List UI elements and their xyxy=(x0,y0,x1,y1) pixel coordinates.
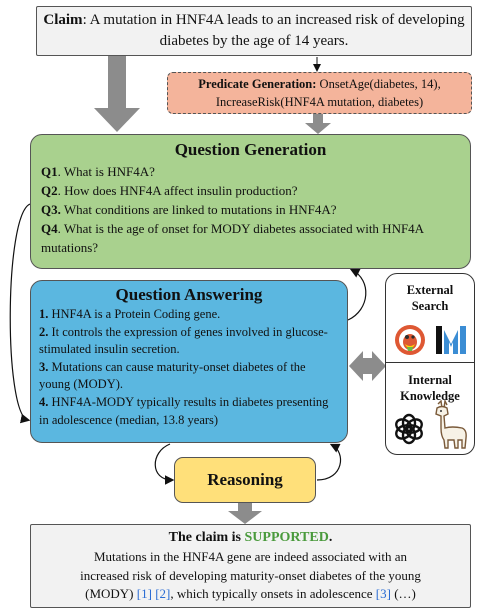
answer-id: 4. xyxy=(39,394,49,409)
verdict-line3-start: (MODY) xyxy=(85,586,137,601)
question-text: What conditions are linked to mutations … xyxy=(60,202,337,217)
question-item: Q4. What is the age of onset for MODY di… xyxy=(41,219,460,257)
verdict-status: SUPPORTED xyxy=(244,530,329,545)
reasoning-title: Reasoning xyxy=(207,470,283,489)
question-id: Q3. xyxy=(41,202,61,217)
answer-item: 2. It controls the expression of genes i… xyxy=(39,324,339,359)
claim-text: A mutation in HNF4A leads to an increase… xyxy=(89,12,465,49)
wikipedia-m-icon xyxy=(436,326,466,354)
claim-box: Claim: A mutation in HNF4A leads to an i… xyxy=(36,6,472,56)
answer-id: 2. xyxy=(39,324,49,339)
external-search-line2: Search xyxy=(411,299,449,313)
question-item: Q3. What conditions are linked to mutati… xyxy=(41,200,460,219)
predicate-line2: IncreaseRisk(HNF4A mutation, diabetes) xyxy=(215,95,424,109)
verdict-line3-middle: , which typically onsets in adolescence xyxy=(170,586,376,601)
predicate-generation-box: Predicate Generation: OnsetAge(diabetes,… xyxy=(167,72,472,114)
reference-link-3[interactable]: [3] xyxy=(375,586,391,601)
answer-text: It controls the expression of genes invo… xyxy=(39,324,328,357)
internal-knowledge-line1: Internal xyxy=(408,373,452,387)
answer-text: Mutations can cause maturity-onset diabe… xyxy=(39,359,306,392)
answer-item: 3. Mutations can cause maturity-onset di… xyxy=(39,359,339,394)
question-id: Q4 xyxy=(41,221,58,236)
answer-id: 1. xyxy=(39,307,49,321)
question-item: Q2. How does HNF4A affect insulin produc… xyxy=(41,181,460,200)
question-generation-box: Question Generation Q1. What is HNF4A? Q… xyxy=(30,134,471,269)
verdict-title: The claim is SUPPORTED. xyxy=(31,528,470,548)
answer-item: 1. HNF4A is a Protein Coding gene. xyxy=(39,306,339,324)
loop-qgen-to-qans xyxy=(9,203,31,424)
claim-label: Claim xyxy=(43,12,83,28)
arrow-predicate-to-qgen xyxy=(305,114,331,134)
question-text: . How does HNF4A affect insulin producti… xyxy=(57,183,298,198)
duckduckgo-icon xyxy=(395,325,425,355)
answer-id: 3. xyxy=(39,359,49,374)
reference-link-1[interactable]: [1] xyxy=(136,586,152,601)
question-text: . What is HNF4A? xyxy=(57,164,155,179)
llama-icon xyxy=(435,400,467,449)
openai-icon xyxy=(395,413,423,445)
claim-separator: : xyxy=(82,12,90,28)
predicate-line1: OnsetAge(diabetes, 14), xyxy=(316,77,441,91)
loop-qans-to-reasoning xyxy=(154,443,175,485)
verdict-title-suffix: . xyxy=(328,530,333,545)
tools-divider xyxy=(386,362,474,363)
arrow-claim-to-qgen xyxy=(94,56,140,132)
loop-qans-to-qgen xyxy=(347,268,367,321)
question-id: Q1 xyxy=(41,164,58,179)
verdict-title-prefix: The claim is xyxy=(168,530,245,545)
reasoning-box: Reasoning xyxy=(174,457,316,503)
verdict-line3-end: (…) xyxy=(390,586,416,601)
external-search-line1: External xyxy=(406,283,454,297)
verdict-line1: Mutations in the HNF4A gene are indeed a… xyxy=(93,549,407,564)
question-id: Q2 xyxy=(41,183,58,198)
verdict-line3: (MODY) [1] [2], which typically onsets i… xyxy=(31,585,470,604)
double-arrow-qans-tools xyxy=(349,351,386,381)
verdict-line2: increased risk of developing maturity-on… xyxy=(80,567,421,583)
predicate-label: Predicate Generation: xyxy=(198,77,317,91)
arrow-reasoning-to-verdict xyxy=(228,503,262,524)
question-item: Q1. What is HNF4A? xyxy=(41,162,460,181)
question-answering-box: Question Answering 1. HNF4A is a Protein… xyxy=(30,280,348,443)
loop-reasoning-to-qans xyxy=(316,443,341,481)
answer-item: 4. HNF4A-MODY typically results in diabe… xyxy=(39,394,339,429)
reference-link-2[interactable]: [2] xyxy=(155,586,171,601)
question-answering-title: Question Answering xyxy=(115,285,263,304)
answer-text: HNF4A is a Protein Coding gene. xyxy=(48,307,221,321)
tools-box: External Search Internal Knowledge xyxy=(385,273,475,455)
verdict-box: The claim is SUPPORTED. Mutations in the… xyxy=(30,524,471,608)
question-generation-title: Question Generation xyxy=(174,140,327,159)
external-search-heading: External Search xyxy=(386,282,474,314)
answer-text: HNF4A-MODY typically results in diabetes… xyxy=(39,394,329,427)
question-text: . What is the age of onset for MODY diab… xyxy=(41,221,424,255)
